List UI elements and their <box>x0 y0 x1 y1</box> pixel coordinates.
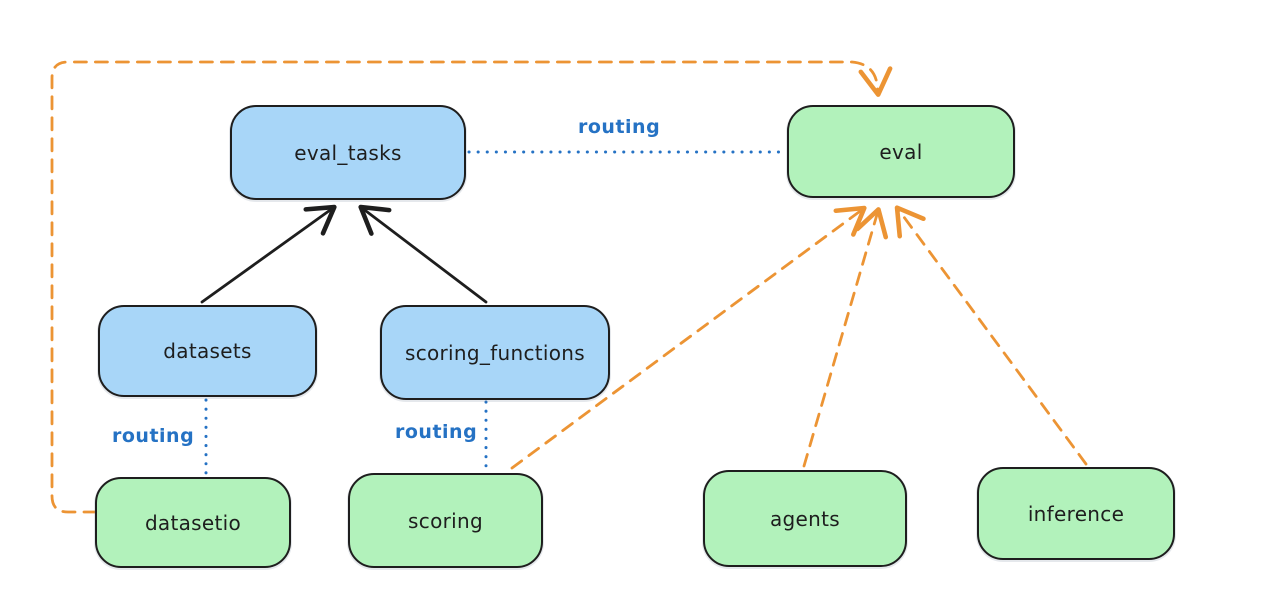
node-label: datasetio <box>144 510 242 535</box>
edge-label-routing-mid: routing <box>395 421 478 443</box>
node-scoring: scoring <box>348 473 543 568</box>
node-inference: inference <box>977 467 1175 560</box>
node-agents: agents <box>703 470 907 567</box>
node-scoring-functions: scoring_functions <box>380 305 610 400</box>
node-label: scoring <box>408 508 483 533</box>
node-label: scoring_functions <box>404 340 586 365</box>
node-label: inference <box>1027 501 1125 526</box>
node-datasets: datasets <box>98 305 317 397</box>
node-label: eval <box>879 139 923 164</box>
edge-inference-to-eval <box>894 205 1088 466</box>
edge-scoring-to-eval <box>510 205 867 470</box>
edge-label-routing-left: routing <box>112 425 195 447</box>
edge-scoring-functions-to-eval-tasks <box>358 204 488 304</box>
node-eval-tasks: eval_tasks <box>230 105 466 200</box>
node-label: datasets <box>163 339 252 363</box>
node-label: agents <box>770 506 840 531</box>
edge-datasets-to-eval-tasks <box>200 204 337 304</box>
node-datasetio: datasetio <box>95 477 291 568</box>
edge-label-routing-top: routing <box>578 116 661 138</box>
node-label: eval_tasks <box>294 140 402 165</box>
edge-agents-to-eval <box>802 207 889 468</box>
node-eval: eval <box>787 105 1015 198</box>
edge-datasetio-to-eval <box>50 60 893 514</box>
